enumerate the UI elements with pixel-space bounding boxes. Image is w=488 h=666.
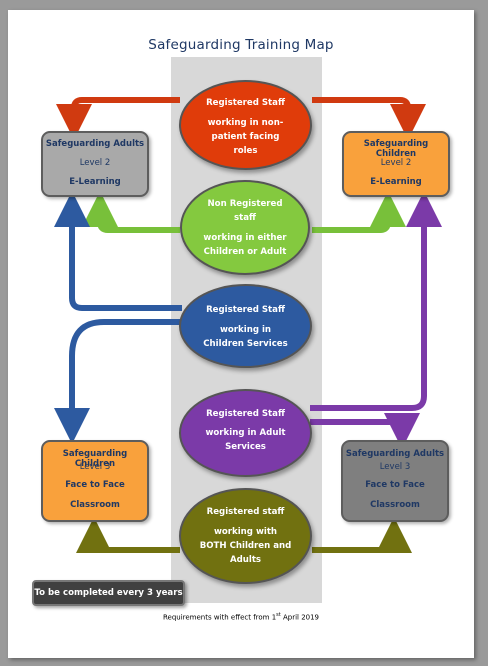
group-line: Children Services bbox=[203, 339, 288, 349]
arrow-purple-up bbox=[310, 191, 442, 411]
group-line: Registered staff bbox=[206, 507, 285, 517]
staff-group-children-services: Registered Staff working in Children Ser… bbox=[179, 284, 312, 368]
box-mode: E-Learning bbox=[69, 177, 121, 187]
group-line: Non Registered bbox=[207, 199, 283, 209]
group-line: roles bbox=[233, 146, 258, 156]
box-safeguarding-adults-level-3: Safeguarding Adults Level 3 Face to Face… bbox=[341, 440, 449, 522]
footer-text: Requirements with effect from 1 bbox=[162, 613, 277, 622]
box-title: Safeguarding Children bbox=[62, 449, 128, 469]
arrow-red-right bbox=[312, 97, 426, 140]
box-title: Safeguarding Children bbox=[363, 139, 429, 159]
group-line: patient facing bbox=[211, 132, 280, 142]
arrow-olive-right bbox=[312, 517, 412, 553]
group-line: Registered Staff bbox=[206, 409, 285, 419]
staff-group-non-patient-facing: Registered Staff working in non- patient… bbox=[179, 80, 312, 170]
box-safeguarding-children-level-3: Safeguarding Children Level 3 Face to Fa… bbox=[41, 440, 149, 522]
arrow-olive-left bbox=[76, 517, 180, 553]
box-title: Safeguarding Adults bbox=[45, 139, 145, 149]
arrow-green-left bbox=[82, 191, 180, 233]
page-title: Safeguarding Training Map bbox=[148, 37, 334, 53]
group-line: working with bbox=[213, 527, 278, 537]
box-mode: Face to Face bbox=[65, 480, 125, 490]
staff-group-both-children-and-adults: Registered staff working with BOTH Child… bbox=[179, 488, 312, 584]
box-mode-secondary: Classroom bbox=[370, 500, 420, 510]
group-line: Registered Staff bbox=[206, 98, 285, 108]
arrow-blue-up bbox=[54, 191, 182, 311]
staff-group-non-registered: Non Registered staff working in either C… bbox=[180, 180, 310, 275]
box-level: Level 2 bbox=[380, 158, 412, 168]
box-level: Level 3 bbox=[379, 462, 411, 472]
group-line: Services bbox=[225, 442, 266, 452]
group-line: working in non- bbox=[207, 118, 284, 128]
footer-ordinal: st bbox=[276, 612, 281, 618]
group-line: working in either bbox=[203, 233, 287, 243]
group-line: working in Adult bbox=[205, 428, 286, 438]
arrow-green-right bbox=[312, 191, 406, 233]
arrow-blue-down bbox=[54, 319, 182, 444]
group-line: BOTH Children and bbox=[199, 541, 292, 551]
box-safeguarding-adults-level-2: Safeguarding Adults Level 2 E-Learning bbox=[41, 131, 149, 197]
box-title: Safeguarding Adults bbox=[345, 449, 445, 459]
box-level: Level 3 bbox=[79, 462, 111, 472]
box-mode-secondary: Classroom bbox=[70, 500, 120, 510]
arrow-red-left bbox=[56, 97, 180, 140]
connector-arrows bbox=[54, 97, 442, 553]
staff-group-adult-services: Registered Staff working in Adult Servic… bbox=[179, 389, 312, 477]
group-line: Adults bbox=[229, 555, 262, 565]
group-line: Registered Staff bbox=[206, 305, 285, 315]
footer-text-end: April 2019 bbox=[280, 613, 320, 622]
box-mode: E-Learning bbox=[370, 177, 422, 187]
training-map-page: Safeguarding Training Map Safeguarding A… bbox=[8, 10, 474, 658]
group-line: staff bbox=[234, 213, 256, 223]
group-line: Children or Adult bbox=[203, 247, 287, 257]
arrow-purple-down bbox=[310, 413, 420, 449]
footer-requirements: Requirements with effect from 1st April … bbox=[8, 612, 474, 621]
box-safeguarding-children-level-2: Safeguarding Children Level 2 E-Learning bbox=[342, 131, 450, 197]
frequency-note: To be completed every 3 years bbox=[32, 580, 185, 606]
group-line: working in bbox=[219, 325, 272, 335]
box-mode: Face to Face bbox=[365, 480, 425, 490]
box-level: Level 2 bbox=[79, 158, 111, 168]
